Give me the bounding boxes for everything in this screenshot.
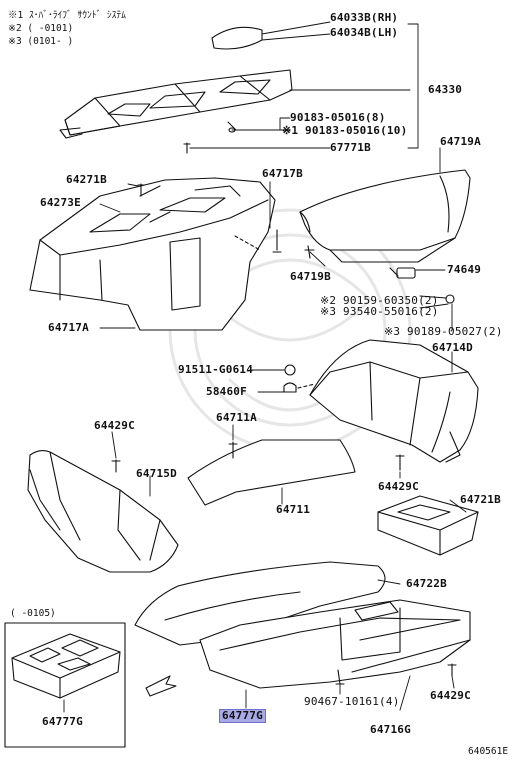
cover-58460F [283, 382, 297, 393]
side-trim-64714D [309, 339, 479, 463]
speaker-cover-64033B [211, 26, 263, 50]
part-label-64033B[interactable]: 64033B(RH) [330, 11, 399, 24]
part-label-64711A[interactable]: 64711A [216, 411, 257, 424]
trunk-mat-64711 [187, 439, 356, 506]
note-1: ※1 ｽ･ﾊﾞ･ﾗｲﾌﾞ ｻｳﾝﾄﾞ ｼｽﾃﾑ [8, 10, 126, 21]
inset-frame [4, 622, 126, 748]
part-label-64721B[interactable]: 64721B [460, 493, 501, 506]
part-label-93540-55016[interactable]: ※3 93540-55016(2) [320, 305, 439, 318]
part-label-64429C-mid[interactable]: 64429C [378, 480, 419, 493]
cushion-74649 [396, 267, 416, 279]
clip-67771B [183, 142, 191, 154]
part-label-64330[interactable]: 64330 [428, 83, 463, 96]
part-label-67771B[interactable]: 67771B [330, 141, 371, 154]
part-label-64429C-left[interactable]: 64429C [94, 419, 135, 432]
part-label-64719B[interactable]: 64719B [290, 270, 331, 283]
inset-date-note: ( -0105) [10, 608, 56, 619]
arrow-indicator [145, 675, 177, 697]
part-label-64716G[interactable]: 64716G [370, 723, 411, 736]
part-label-64777G-inset[interactable]: 64777G [42, 715, 83, 728]
part-label-90183-05016-s1[interactable]: ※1 90183-05016(10) [282, 124, 408, 137]
part-label-90183-05016[interactable]: 90183-05016(8) [290, 111, 386, 124]
hole-plug-91511 [284, 364, 296, 376]
part-label-64714D[interactable]: 64714D [432, 341, 473, 354]
note-2: ※2 ( -0101) [8, 23, 74, 34]
part-label-90159-60350[interactable]: ※2 90159-60350(2) [320, 294, 439, 307]
clip-64429C [395, 454, 405, 471]
note-3: ※3 (0101- ) [8, 36, 74, 47]
trunk-lid-trim-64719A [299, 169, 471, 251]
floor-mat-64722B [134, 561, 386, 646]
part-label-74649[interactable]: 74649 [447, 263, 482, 276]
part-label-64273E[interactable]: 64273E [40, 196, 81, 209]
nut-90159 [445, 294, 455, 304]
package-tray-64330 [59, 69, 293, 139]
part-label-64777G-highlighted[interactable]: 64777G [219, 709, 266, 723]
floor-board-64716G [199, 599, 471, 689]
part-label-64271B[interactable]: 64271B [66, 173, 107, 186]
part-label-90467-10161[interactable]: 90467-10161(4) [304, 695, 400, 708]
part-label-64717B[interactable]: 64717B [262, 167, 303, 180]
tool-tray-64777G [11, 633, 121, 699]
clip-64271B [137, 183, 145, 197]
part-label-64711[interactable]: 64711 [276, 503, 311, 516]
clip-64711A [228, 441, 238, 459]
part-label-64034B[interactable]: 64034B(LH) [330, 26, 399, 39]
part-label-58460F[interactable]: 58460F [206, 385, 247, 398]
figure-id: 640561E [468, 746, 509, 757]
leader-lines [63, 21, 467, 713]
part-label-64429C-right[interactable]: 64429C [430, 689, 471, 702]
side-trim-64715D [27, 449, 179, 573]
seatback-trim-64717A [29, 177, 276, 331]
part-label-90189-05027[interactable]: ※3 90189-05027(2) [384, 325, 503, 338]
part-label-64722B[interactable]: 64722B [406, 577, 447, 590]
part-label-91511-G0614[interactable]: 91511-G0614 [178, 363, 254, 376]
tray-64721B [377, 495, 479, 556]
part-label-64715D[interactable]: 64715D [136, 467, 177, 480]
part-label-64719A[interactable]: 64719A [440, 135, 481, 148]
clip-64717B [272, 229, 282, 253]
part-label-64717A[interactable]: 64717A [48, 321, 89, 334]
